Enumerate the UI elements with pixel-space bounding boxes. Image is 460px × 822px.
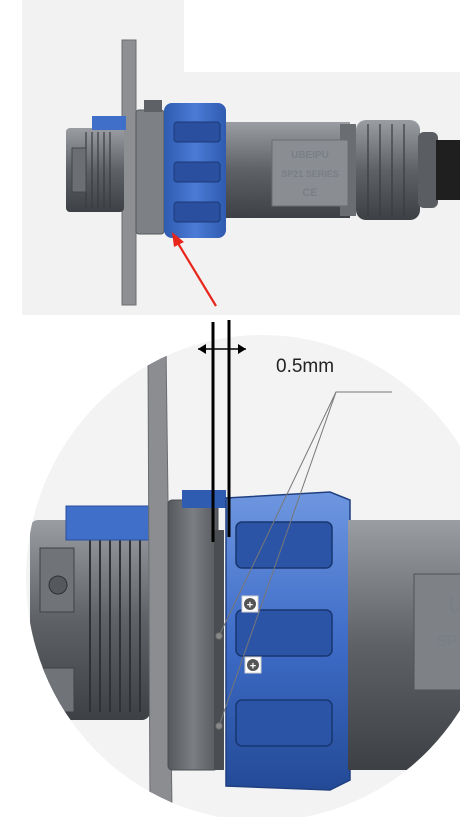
- series-text: SP21 SERIES: [281, 169, 339, 179]
- red-arrow: [172, 232, 217, 307]
- cable: [436, 140, 460, 200]
- zoom-blue-tab: [65, 505, 153, 541]
- cable-gland: [356, 120, 420, 220]
- gap-indicator: [198, 320, 246, 542]
- ce-mark: CE: [302, 187, 317, 199]
- zoom-view: U SP + +: [26, 320, 460, 821]
- label-plate: [271, 139, 349, 207]
- zoom-brand-fragment: U: [448, 592, 460, 617]
- gap-dimension-label: 0.5mm: [276, 356, 335, 377]
- zoom-series-fragment: SP: [436, 633, 458, 650]
- plus-icon: +: [247, 600, 253, 612]
- panel-plate: [121, 39, 137, 306]
- marker-plus-lower: +: [244, 656, 262, 674]
- leader-lines: [215, 391, 392, 730]
- marker-plus-upper: +: [241, 595, 259, 613]
- top-connector-view: UBEIPU SP21 SERIES CE: [22, 0, 460, 315]
- blue-flange-tab: [92, 116, 126, 130]
- plus-icon: +: [250, 661, 256, 673]
- brand-text: UBEIPU: [291, 150, 329, 161]
